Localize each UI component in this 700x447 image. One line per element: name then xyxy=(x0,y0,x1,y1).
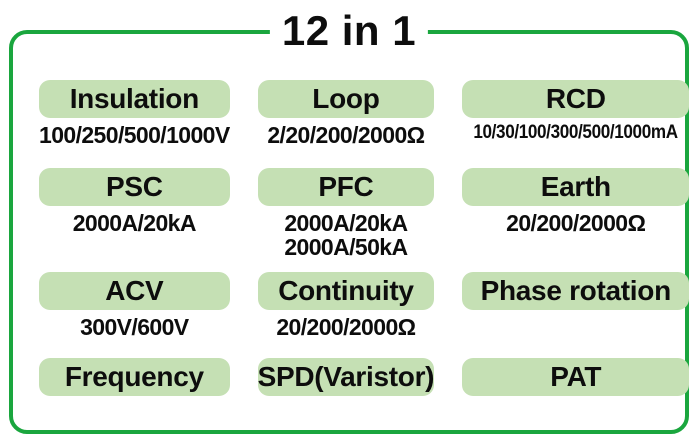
feature-pill-spd-varistor: SPD(Varistor) xyxy=(257,358,435,396)
insulation-ranges: 100/250/500/1000V xyxy=(39,123,230,147)
loop-label: Loop xyxy=(312,83,380,114)
psc-label: PSC xyxy=(105,171,163,202)
feature-pill-pat: PAT xyxy=(462,358,690,396)
frequency-label: Frequency xyxy=(64,361,204,392)
feature-pill-pfc: PFC xyxy=(257,168,435,206)
rcd-label: RCD xyxy=(545,83,606,114)
feature-pill-insulation: Insulation xyxy=(39,80,230,118)
earth-ranges: 20/200/2000Ω xyxy=(506,210,646,236)
phase-rotation-label: Phase rotation xyxy=(480,275,672,306)
feature-cell-earth: Earth 20/200/2000Ω xyxy=(462,168,690,272)
insulation-range: 100/250/500/1000V xyxy=(39,122,230,148)
loop-range: 2/20/200/2000Ω xyxy=(267,122,425,148)
feature-cell-loop: Loop 2/20/200/2000Ω xyxy=(257,80,435,168)
page-title: 12 in 1 xyxy=(269,7,429,55)
feature-grid: Insulation 100/250/500/1000V Loop 2/20/2… xyxy=(13,34,690,430)
feature-cell-rcd: RCD 10/30/100/300/500/1000mA xyxy=(462,80,690,168)
feature-cell-acv: ACV 300V/600V xyxy=(39,272,230,358)
feature-pill-continuity: Continuity xyxy=(257,272,435,310)
feature-pill-loop: Loop xyxy=(257,80,435,118)
psc-ranges: 2000A/20kA xyxy=(72,210,197,236)
feature-cell-insulation: Insulation 100/250/500/1000V xyxy=(39,80,230,168)
pfc-label: PFC xyxy=(318,171,374,202)
insulation-label: Insulation xyxy=(69,83,200,114)
feature-pill-psc: PSC xyxy=(39,168,230,206)
psc-range: 2000A/20kA xyxy=(72,210,197,236)
acv-label: ACV xyxy=(105,275,164,306)
feature-pill-earth: Earth xyxy=(462,168,690,206)
acv-ranges: 300V/600V xyxy=(80,314,189,340)
loop-ranges: 2/20/200/2000Ω xyxy=(267,122,425,148)
rcd-range: 10/30/100/300/500/1000mA xyxy=(473,122,679,143)
feature-pill-rcd: RCD xyxy=(462,80,690,118)
pfc-range-1: 2000A/20kA xyxy=(284,210,408,236)
feature-cell-phase-rotation: Phase rotation xyxy=(462,272,690,358)
continuity-ranges: 20/200/2000Ω xyxy=(276,314,416,340)
feature-pill-phase-rotation: Phase rotation xyxy=(462,272,690,310)
feature-cell-continuity: Continuity 20/200/2000Ω xyxy=(257,272,435,358)
pfc-range-2: 2000A/50kA xyxy=(284,234,408,261)
spd-varistor-label: SPD(Varistor) xyxy=(257,361,435,392)
acv-range: 300V/600V xyxy=(80,314,189,340)
pat-label: PAT xyxy=(550,361,602,392)
feature-panel: 12 in 1 Insulation 100/250/500/1000V Loo… xyxy=(9,7,690,434)
feature-pill-frequency: Frequency xyxy=(39,358,230,396)
earth-label: Earth xyxy=(540,171,611,202)
rcd-ranges: 10/30/100/300/500/1000mA xyxy=(462,123,689,143)
pfc-ranges: 2000A/20kA 2000A/50kA xyxy=(284,210,408,261)
feature-cell-pfc: PFC 2000A/20kA 2000A/50kA xyxy=(257,168,435,272)
continuity-range: 20/200/2000Ω xyxy=(276,314,416,340)
feature-cell-pat: PAT xyxy=(462,358,690,410)
feature-pill-acv: ACV xyxy=(39,272,230,310)
feature-cell-spd-varistor: SPD(Varistor) xyxy=(257,358,435,410)
feature-cell-frequency: Frequency xyxy=(39,358,230,410)
earth-range: 20/200/2000Ω xyxy=(506,210,646,236)
continuity-label: Continuity xyxy=(278,275,414,306)
feature-cell-psc: PSC 2000A/20kA xyxy=(39,168,230,272)
